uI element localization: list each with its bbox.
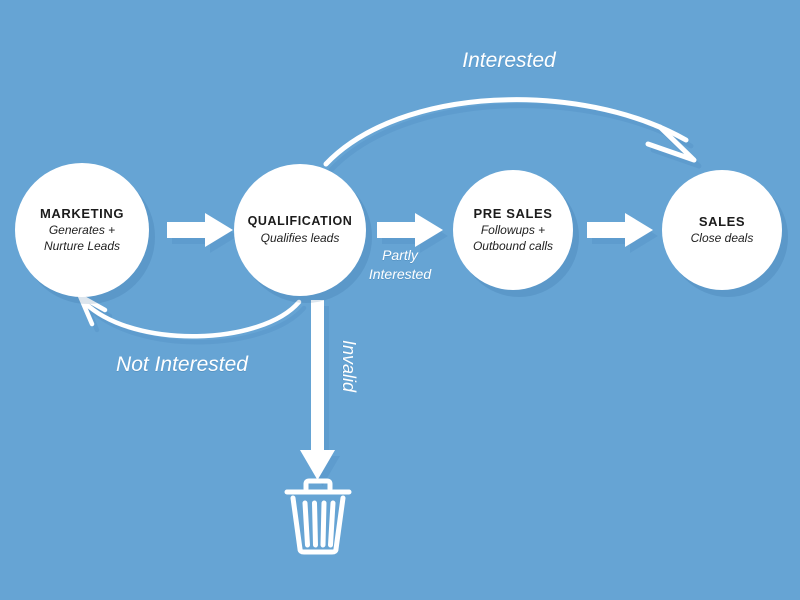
node-marketing-title: MARKETING — [39, 205, 125, 221]
arrow-qualification-to-trash — [300, 300, 335, 480]
arrow-qualification-to-presales — [377, 213, 443, 247]
node-qualification-subtitle-line1: Qualifies leads — [260, 230, 340, 245]
node-sales-title: SALES — [698, 213, 746, 229]
node-sales-subtitle-line1: Close deals — [690, 230, 754, 245]
edge-label-interested: Interested — [462, 49, 556, 72]
node-qualification[interactable]: QUALIFICATION Qualifies leads — [234, 164, 366, 296]
arrow-marketing-to-qualification — [167, 213, 233, 247]
node-marketing[interactable]: MARKETING Generates + Nurture Leads — [15, 163, 149, 297]
arrow-qualification-to-sales — [323, 97, 697, 167]
node-sales[interactable]: SALES Close deals — [662, 170, 782, 290]
trash-can-icon — [284, 478, 352, 555]
node-pre-sales-subtitle-line1: Followups + — [480, 223, 546, 238]
edge-label-not-interested: Not Interested — [116, 353, 248, 376]
node-marketing-subtitle-line1: Generates + — [48, 223, 116, 238]
edge-label-partly-interested-line2: Interested — [368, 265, 432, 282]
arrow-presales-to-sales — [587, 213, 653, 247]
node-qualification-title: QUALIFICATION — [247, 213, 353, 228]
node-pre-sales[interactable]: PRE SALES Followups + Outbound calls — [453, 170, 573, 290]
node-marketing-subtitle-line2: Nurture Leads — [43, 238, 121, 253]
node-pre-sales-title: PRE SALES — [473, 205, 553, 221]
node-pre-sales-subtitle-line2: Outbound calls — [472, 238, 554, 253]
edge-label-partly-interested: Partly Interested — [352, 246, 448, 284]
edge-label-partly-interested-line1: Partly — [382, 247, 418, 263]
